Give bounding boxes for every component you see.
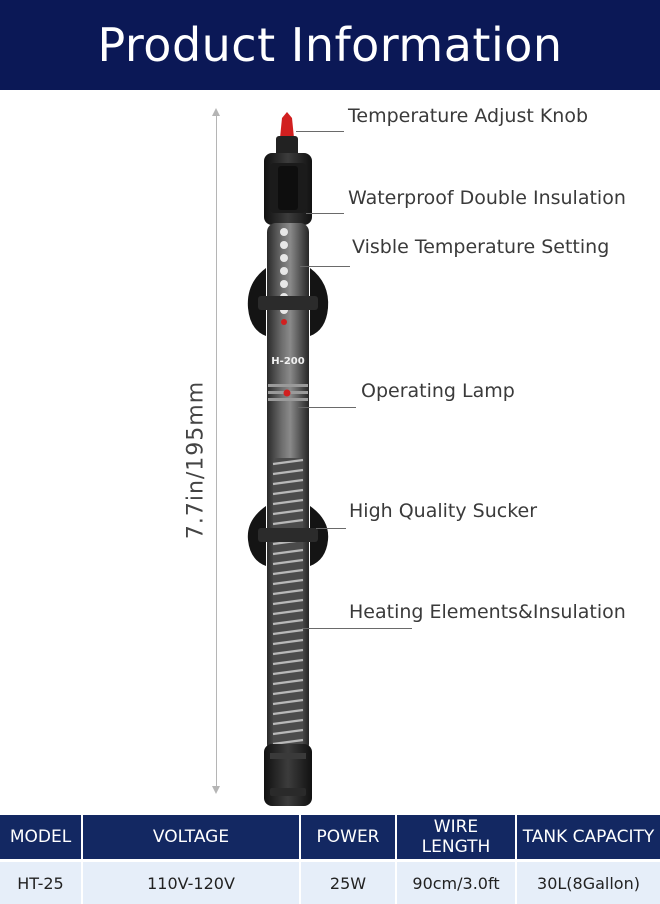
spec-wire-length-value: 90cm/3.0ft	[396, 861, 516, 904]
dimension-arrow-bottom	[212, 786, 220, 794]
table-row: HT-25 110V-120V 25W 90cm/3.0ft 30L(8Gall…	[0, 861, 660, 904]
spec-header-tank-capacity: TANK CAPACITY	[516, 815, 660, 861]
model-marking: H-200	[271, 356, 304, 367]
spec-table: MODEL VOLTAGE POWER WIRE LENGTH TANK CAP…	[0, 815, 660, 904]
heating-coil	[273, 458, 303, 748]
callout-line-heating	[302, 628, 412, 629]
callout-operating-lamp: Operating Lamp	[361, 380, 515, 402]
callout-line-temperature-setting	[300, 266, 350, 267]
page-title: Product Information	[97, 18, 562, 72]
spec-voltage-value: 110V-120V	[82, 861, 300, 904]
top-cap	[264, 153, 312, 225]
callout-line-lamp	[298, 407, 356, 408]
callout-line-insulation	[306, 213, 344, 214]
spec-model-value: HT-25	[0, 861, 82, 904]
callout-line-sucker	[316, 528, 346, 529]
callout-waterproof-insulation: Waterproof Double Insulation	[348, 187, 626, 209]
title-banner: Product Information	[0, 0, 660, 90]
temperature-knob	[276, 112, 298, 158]
spec-header-model: MODEL	[0, 815, 82, 861]
spec-header-wire-length: WIRE LENGTH	[396, 815, 516, 861]
spec-tank-capacity-value: 30L(8Gallon)	[516, 861, 660, 904]
callout-line-knob	[296, 131, 344, 132]
dimension-label: 7.7in/195mm	[184, 381, 209, 539]
spec-header-power: POWER	[300, 815, 396, 861]
spec-header-voltage: VOLTAGE	[82, 815, 300, 861]
spec-header-row: MODEL VOLTAGE POWER WIRE LENGTH TANK CAP…	[0, 815, 660, 861]
callout-temperature-setting: Visble Temperature Setting	[352, 236, 609, 258]
callout-heating-elements: Heating Elements&Insulation	[349, 601, 626, 623]
bottom-cap	[264, 744, 312, 806]
operating-lamp	[268, 384, 308, 401]
spec-power-value: 25W	[300, 861, 396, 904]
callout-sucker: High Quality Sucker	[349, 500, 537, 522]
dimension-line	[216, 112, 217, 789]
callout-temperature-knob: Temperature Adjust Knob	[348, 105, 588, 127]
